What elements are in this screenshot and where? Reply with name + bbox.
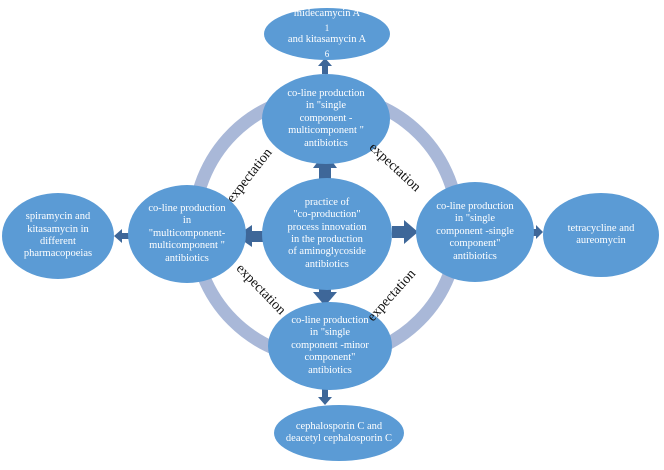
node-right-outer: tetracycline and aureomycin: [543, 193, 659, 277]
node-top-text: co-line production in "single component …: [287, 88, 365, 149]
node-top: co-line production in "single component …: [262, 74, 390, 164]
node-top-outer-line2: and kitasamycin A: [287, 34, 367, 45]
node-left-outer-text: spiramycin and kitasamycin in different …: [23, 211, 93, 260]
node-top-outer-sub1: 1: [324, 23, 330, 34]
arrow-center-to-right: [392, 220, 418, 244]
node-top-outer: midecamycin A 1 and kitasamycin A 6: [264, 8, 390, 60]
arrow-left-to-outer: [114, 229, 130, 243]
arrow-bottom-to-outer: [318, 389, 332, 405]
node-center-text: practice of "co-production" process inno…: [287, 196, 367, 270]
arrow-top-to-outer: [318, 58, 332, 74]
node-top-outer-line1: midecamycin A: [293, 7, 361, 19]
node-left: co-line production in "multicomponent- m…: [128, 185, 246, 283]
node-center: practice of "co-production" process inno…: [262, 178, 392, 290]
node-bottom: co-line production in "single component …: [268, 302, 392, 390]
node-bottom-outer: cephalosporin C and deacetyl cephalospor…: [274, 405, 404, 461]
node-top-outer-sub2: 6: [324, 49, 330, 60]
node-bottom-text: co-line production in "single component …: [291, 315, 369, 376]
node-top-outer-text: midecamycin A 1 and kitasamycin A 6: [288, 8, 366, 60]
node-right-text: co-line production in "single component …: [436, 201, 514, 262]
node-left-text: co-line production in "multicomponent- m…: [148, 203, 226, 264]
node-right: co-line production in "single component …: [416, 182, 534, 282]
node-bottom-outer-text: cephalosporin C and deacetyl cephalospor…: [285, 420, 393, 444]
node-right-outer-text: tetracycline and aureomycin: [567, 222, 635, 246]
node-left-outer: spiramycin and kitasamycin in different …: [2, 193, 114, 279]
